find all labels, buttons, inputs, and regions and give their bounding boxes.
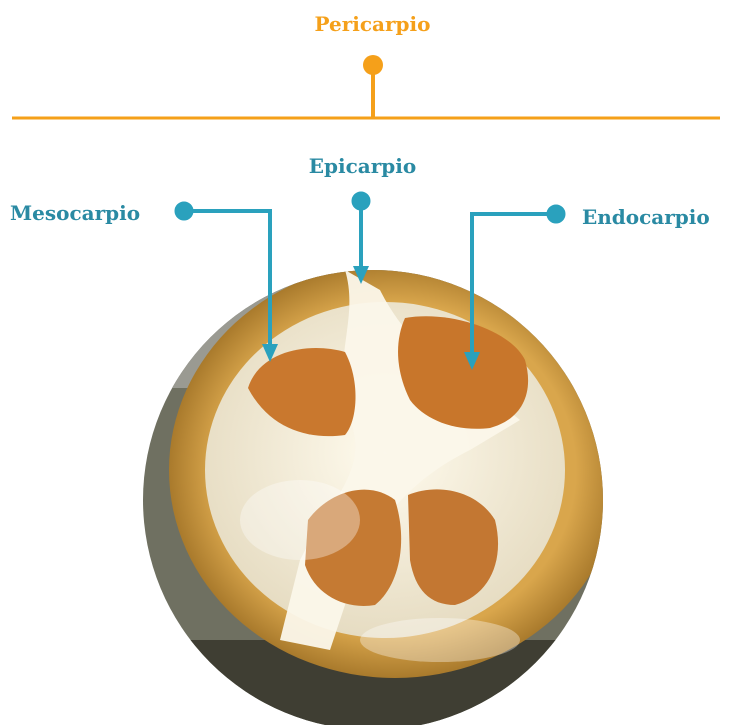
label-mesocarpio: Mesocarpio: [10, 201, 140, 225]
pericarpio-bracket: [12, 55, 720, 118]
title-pericarpio: Pericarpio: [0, 12, 729, 36]
label-endocarpio: Endocarpio: [582, 205, 710, 229]
label-epicarpio: Epicarpio: [0, 154, 725, 178]
pericarpio-dot: [363, 55, 383, 75]
fruit-photo: [140, 262, 621, 725]
